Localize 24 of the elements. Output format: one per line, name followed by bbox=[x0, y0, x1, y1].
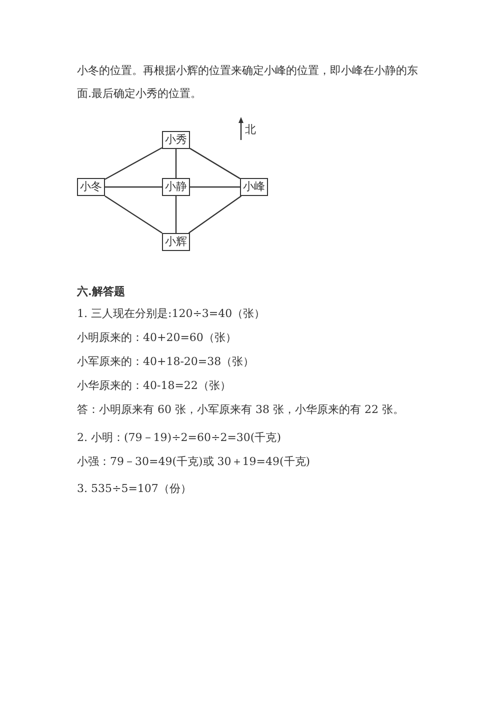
answer-line: 答：小明原来有 60 张，小军原来有 38 张，小华原来的有 22 张。 bbox=[77, 402, 404, 417]
connector-line bbox=[104, 196, 162, 234]
explanation-text: 小冬的位置。再根据小辉的位置来确定小峰的位置，即小峰在小静的东面.最后确定小秀的位置。 bbox=[77, 63, 419, 102]
section-heading: 六.解答题 bbox=[77, 284, 125, 299]
name-box: 小冬 bbox=[77, 178, 105, 196]
connector-line bbox=[104, 147, 162, 180]
answer-line: 2. 小明：(79－19)÷2=60÷2=30(千克) bbox=[77, 430, 282, 445]
direction-label: 北 bbox=[245, 122, 256, 137]
answer-line: 1. 三人现在分别是:120÷3=40（张） bbox=[77, 306, 266, 321]
answer-line: 小军原来的：40+18-20=38（张） bbox=[77, 354, 254, 369]
connector-line bbox=[105, 186, 162, 188]
name-box: 小静 bbox=[162, 178, 190, 196]
answer-line: 小明原来的：40+20=60（张） bbox=[77, 330, 236, 345]
connector-line bbox=[175, 196, 177, 233]
connector-line bbox=[190, 186, 240, 188]
connector-line bbox=[175, 149, 177, 178]
connector-line bbox=[190, 148, 240, 180]
name-box: 小辉 bbox=[162, 233, 190, 251]
name-box: 小秀 bbox=[162, 131, 190, 149]
answer-line: 3. 535÷5=107（份） bbox=[77, 481, 192, 496]
answer-line: 小华原来的：40-18=22（张） bbox=[77, 378, 231, 393]
name-box: 小峰 bbox=[240, 178, 268, 196]
connector-line bbox=[188, 196, 242, 234]
answer-line: 小强：79－30=49(千克)或 30＋19=49(千克) bbox=[77, 454, 310, 469]
